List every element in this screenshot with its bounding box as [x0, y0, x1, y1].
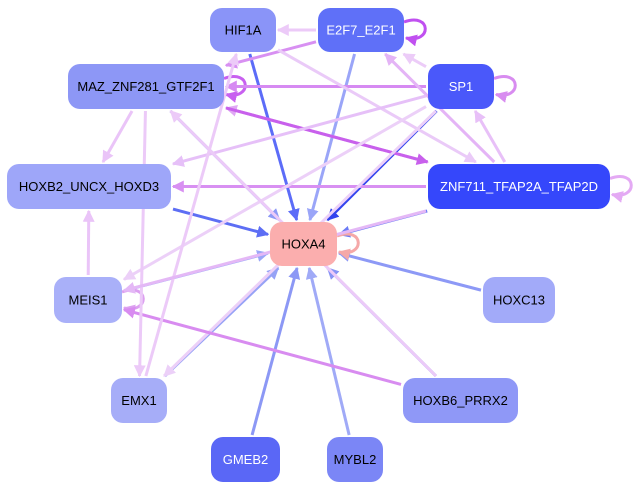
node-e2f7_e2f1[interactable]: E2F7_E2F1 — [318, 8, 404, 52]
node-box — [270, 222, 337, 266]
node-emx1[interactable]: EMX1 — [111, 378, 167, 423]
node-box — [111, 378, 167, 423]
edge-mybl2-to-hoxa4 — [305, 266, 351, 436]
node-hif1a[interactable]: HIF1A — [210, 8, 276, 52]
edge-sp1-to-sp1 — [493, 75, 517, 103]
node-box — [54, 277, 122, 323]
node-znf711[interactable]: ZNF711_TFAP2A_TFAP2D — [428, 164, 610, 209]
edge-hif1a-to-znf711 — [277, 48, 477, 164]
node-box — [483, 277, 555, 323]
edge-emx1-to-hif1a — [144, 52, 240, 377]
edge-sp1-to-meis1 — [122, 105, 427, 281]
edge-sp1-to-e2f7_e2f1 — [402, 52, 427, 69]
edges-layer — [82, 18, 633, 436]
node-label: E2F7_E2F1 — [326, 23, 395, 38]
node-label: GMEB2 — [223, 452, 269, 467]
edge-znf711-to-sp1 — [473, 109, 507, 163]
node-label: EMX1 — [121, 393, 156, 408]
edge-meis1-to-hoxb2 — [82, 209, 95, 276]
node-label: MAZ_ZNF281_GTF2F1 — [77, 79, 214, 94]
node-mybl2[interactable]: MYBL2 — [327, 437, 383, 482]
edge-hoxc13-to-hoxa4 — [337, 250, 482, 292]
node-label: HOXA4 — [281, 237, 325, 252]
edge-maz-to-emx1 — [133, 110, 147, 378]
node-hoxc13[interactable]: HOXC13 — [483, 277, 555, 323]
node-box — [68, 64, 224, 109]
node-sp1[interactable]: SP1 — [428, 64, 494, 109]
node-box — [403, 378, 518, 423]
node-box — [327, 437, 383, 482]
node-gmeb2[interactable]: GMEB2 — [211, 437, 280, 482]
edge-e2f7_e2f1-to-maz — [224, 40, 317, 69]
node-box — [428, 164, 610, 209]
edge-e2f7_e2f1-to-e2f7_e2f1 — [403, 18, 427, 47]
node-label: ZNF711_TFAP2A_TFAP2D — [440, 179, 598, 194]
edge-hoxa4-to-hoxa4 — [336, 232, 360, 261]
node-box — [318, 8, 404, 52]
edge-maz-to-hoxb2 — [101, 110, 134, 164]
node-label: HIF1A — [225, 23, 262, 38]
node-label: MEIS1 — [68, 293, 107, 308]
node-label: HOXB6_PRRX2 — [413, 393, 508, 408]
node-box — [428, 64, 494, 109]
node-box — [211, 437, 280, 482]
node-hoxb6[interactable]: HOXB6_PRRX2 — [403, 378, 518, 423]
node-hoxa4[interactable]: HOXA4 — [270, 222, 337, 266]
node-meis1[interactable]: MEIS1 — [54, 277, 122, 323]
edge-hoxb2-to-hoxa4 — [172, 207, 270, 238]
node-label: MYBL2 — [334, 452, 377, 467]
edge-sp1-to-hoxb2 — [171, 94, 427, 167]
node-box — [210, 8, 276, 52]
node-hoxb2[interactable]: HOXB2_UNCX_HOXD3 — [7, 164, 171, 209]
edge-znf711-to-znf711 — [609, 175, 633, 203]
node-box — [7, 164, 171, 209]
node-label: HOXB2_UNCX_HOXD3 — [19, 179, 159, 194]
edge-hoxb6-to-meis1 — [122, 306, 402, 386]
node-label: SP1 — [449, 79, 474, 94]
node-label: HOXC13 — [493, 293, 545, 308]
node-maz[interactable]: MAZ_ZNF281_GTF2F1 — [68, 64, 224, 109]
